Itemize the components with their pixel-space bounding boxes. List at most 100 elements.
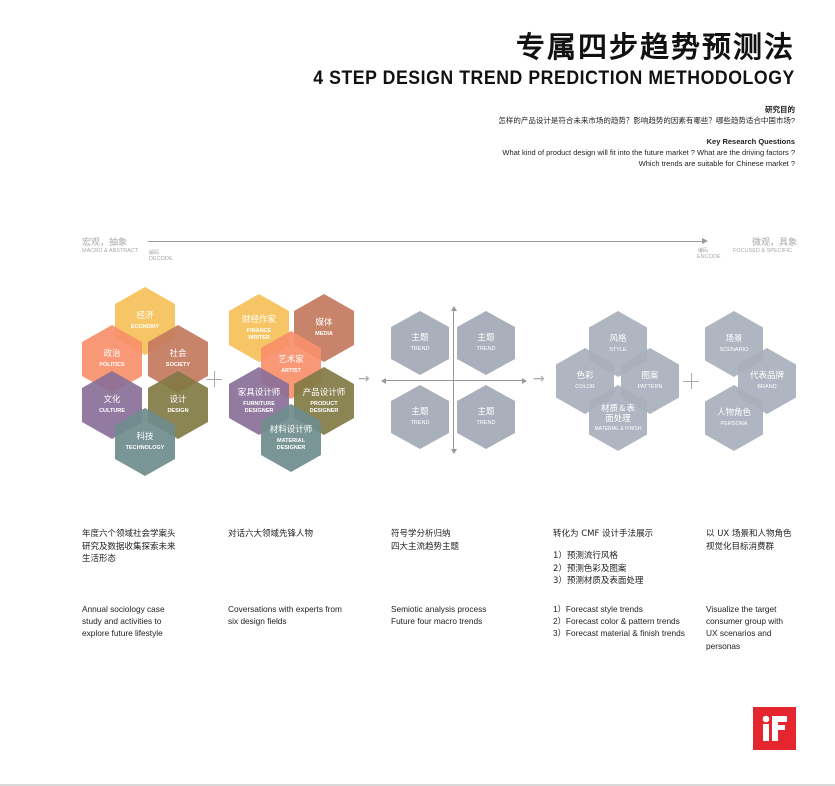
arrowhead-right-icon	[522, 377, 527, 384]
hex-label-cn: 科技	[136, 432, 154, 443]
axis-right-en: FOCUSED & SPECIFIC	[733, 248, 792, 254]
hex-label-cn: 媒体	[315, 318, 333, 329]
step4-list-en-item: 2）Forecast color & pattern trends	[553, 616, 680, 627]
axis-arrowhead-icon	[702, 238, 708, 244]
hex-label-en: TREND	[476, 420, 496, 427]
hex-label-en: STYLE	[609, 347, 627, 354]
arrow-right-icon: →	[358, 371, 370, 387]
if-logo	[753, 707, 796, 750]
research-question-en-2: Which trends are suitable for Chinese ma…	[638, 159, 795, 168]
plus-icon	[683, 373, 699, 389]
axis-line	[148, 241, 706, 242]
step4-list-en: 1）Forecast style trends 2）Forecast color…	[553, 603, 685, 640]
hex-label-en: PATTERN	[637, 384, 663, 391]
if-logo-icon	[762, 715, 787, 741]
hex-label-cn: 主题	[411, 407, 429, 418]
step2-desc-cn: 对话六大领域先锋人物	[228, 529, 314, 539]
arrow-right-icon: →	[533, 371, 545, 387]
hex-label-en: MATERIAL DESIGNER	[276, 438, 306, 451]
step4-list-en-item: 1）Forecast style trends	[553, 604, 643, 614]
plus-icon	[206, 371, 222, 387]
axis-left-en: MACRO & ABSTRACT	[82, 248, 139, 254]
quadrant-horizontal-axis	[383, 380, 525, 381]
hex-label-cn: 设计	[169, 395, 187, 406]
hex-material-designer: 材料设计师 MATERIAL DESIGNER	[261, 404, 321, 472]
hex-label-cn: 人物角色	[716, 408, 751, 419]
step4-desc-cn: 转化为 CMF 设计手法展示	[553, 529, 654, 539]
hex-label-cn: 风格	[609, 334, 627, 345]
axis-decode-cn: 解码	[149, 250, 160, 256]
hex-label-en: DESIGN	[167, 408, 189, 415]
hex-label-en: PERSONA	[720, 421, 748, 428]
research-heading-cn: 研究目的	[765, 104, 795, 115]
axis-right-cn: 微观，具象	[752, 238, 798, 248]
hex-label-cn: 经济	[136, 311, 154, 322]
hex-label-cn: 家具设计师	[237, 388, 281, 398]
hex-label-cn: 图案	[641, 371, 659, 382]
page-title-cn: 专属四步趋势预测法	[515, 30, 795, 64]
hex-label-cn: 产品设计师	[302, 388, 346, 398]
hex-label-en: TREND	[410, 346, 430, 353]
arrowhead-down-icon	[450, 449, 457, 454]
step4-list-cn: 1）预测流行风格 2）预测色彩及图案 3）预测材质及表面处理	[553, 550, 643, 588]
hex-label-en: TREND	[410, 420, 430, 427]
research-heading-en-text: Key Research Questions	[706, 137, 795, 146]
research-question-en-1: What kind of product design will fit int…	[502, 148, 795, 157]
hex-label-en: BRAND	[757, 384, 777, 391]
hex-label-en: MATERIAL & FINISH	[594, 425, 642, 432]
hex-label-cn: 色彩	[576, 371, 594, 382]
hex-label-cn: 代表品牌	[749, 371, 784, 382]
hex-material-finish: 材质＆表面处理 MATERIAL & FINISH	[589, 385, 647, 451]
step3-desc-en: Semiotic analysis process Future four ma…	[391, 603, 486, 627]
hex-technology: 科技 TECHNOLOGY	[115, 408, 175, 476]
step3-desc-en-line: Future four macro trends	[391, 616, 483, 627]
axis-encode-en: ENCODE	[697, 254, 721, 260]
hex-label-cn: 主题	[477, 407, 495, 418]
hex-label-en: COLOR	[575, 384, 595, 391]
research-question-cn: 怎样的产品设计是符合未来市场的趋势？影响趋势的因素有哪些？哪些趋势适合中国市场?	[498, 116, 795, 125]
hex-label-en: SCENARIO	[719, 347, 749, 354]
hex-label-en: ARTIST	[281, 368, 301, 375]
hex-label-cn: 艺术家	[278, 355, 304, 366]
hex-label-cn: 材料设计师	[269, 425, 313, 435]
hex-trend-3: 主题 TREND	[391, 385, 449, 449]
step1-desc-cn: 年度六个领域社会学案头研究及数据收集探索未来生活形态	[82, 529, 176, 564]
hex-label-cn: 政治	[103, 349, 121, 360]
hex-trend-4: 主题 TREND	[457, 385, 515, 449]
hex-brand: 代表品牌 BRAND	[738, 348, 796, 414]
hex-label-en: PRODUCT DESIGNER	[309, 401, 339, 414]
step1-desc-en: Annual sociology case study and activiti…	[82, 604, 165, 639]
hex-label-en: TECHNOLOGY	[125, 445, 165, 452]
page-title-en: 4 STEP DESIGN TREND PREDICTION METHODOLO…	[313, 68, 795, 89]
quadrant-vertical-axis	[453, 308, 454, 452]
axis-left-cn: 宏观，抽象	[82, 238, 128, 248]
hex-trend-1: 主题 TREND	[391, 311, 449, 375]
research-heading-en: Key Research Questions	[707, 136, 795, 147]
hex-label-en: FURNITURE DESIGNER	[243, 401, 275, 414]
hex-label-en: MEDIA	[315, 331, 333, 338]
hex-label-cn: 主题	[411, 333, 429, 344]
hex-trend-2: 主题 TREND	[457, 311, 515, 375]
step2-desc-en: Coversations with experts from six desig…	[228, 604, 342, 627]
step4-list-en-item: 3）Forecast material & finish trends	[553, 628, 685, 639]
step5-desc-cn: 以 UX 场景和人物角色视觉化目标消费群	[706, 529, 792, 552]
hex-label-cn: 场景	[725, 334, 743, 345]
hex-label-cn: 主题	[477, 333, 495, 344]
hex-label-en: ECONOMY	[130, 324, 160, 331]
arrowhead-left-icon	[381, 377, 386, 384]
hex-label-en: FINANCE WRITER	[246, 328, 272, 341]
bottom-divider	[0, 784, 835, 786]
hex-label-en: CULTURE	[99, 408, 125, 415]
step4-list-cn-item: 2）预测色彩及图案	[553, 563, 627, 574]
axis-decode-en: DECODE	[149, 256, 173, 262]
arrowhead-up-icon	[450, 306, 457, 311]
hex-label-cn: 社会	[169, 349, 187, 360]
hex-label-en: TREND	[476, 346, 496, 353]
step4-list-cn-item: 1）预测流行风格	[553, 551, 618, 561]
step3-desc-cn-line: 符号学分析归纳	[391, 529, 451, 539]
axis-encode-cn: 编码	[698, 248, 709, 254]
step3-desc-en-line: Semiotic analysis process	[391, 604, 487, 614]
hex-label-en: SOCIETY	[165, 362, 191, 369]
hex-label-cn: 财经作家	[241, 315, 276, 325]
hex-persona: 人物角色 PERSONA	[705, 385, 763, 451]
